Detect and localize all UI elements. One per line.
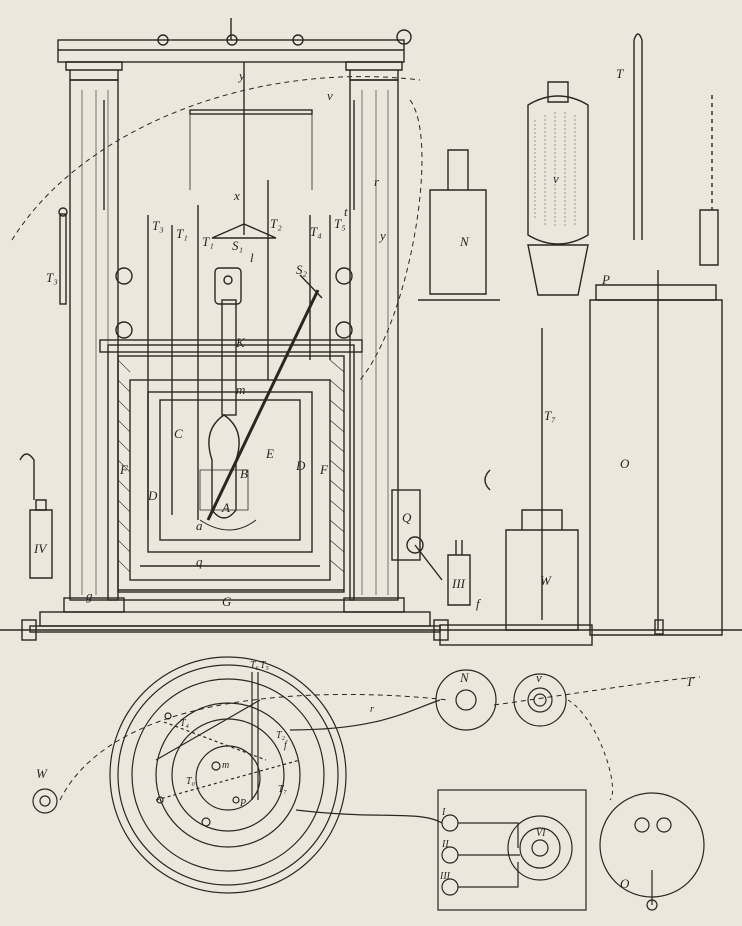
- pulley-top-1: [157, 34, 169, 46]
- drop-tube: [214, 267, 242, 305]
- label-T2-plan: T₂: [276, 730, 286, 741]
- label-C: C: [174, 426, 183, 441]
- label-E: E: [265, 446, 274, 461]
- label-T7: T₇: [544, 408, 556, 423]
- label-m: m: [236, 382, 245, 397]
- label-f: f: [476, 596, 482, 611]
- label-Q: Q: [402, 510, 412, 525]
- label-T2: T₂: [270, 216, 282, 231]
- label-T-plan: T: [686, 674, 694, 689]
- label-T6-plan: T₆: [250, 660, 260, 671]
- label-V-plan: v: [536, 670, 542, 685]
- plan-outer-circle: [109, 656, 347, 894]
- label-G: G: [222, 594, 232, 609]
- thermometer-left: [59, 213, 67, 305]
- plan-flask-N: [435, 669, 497, 731]
- label-P: P: [601, 272, 610, 287]
- label-N-plan: N: [459, 670, 470, 685]
- label-r-plan: r: [370, 704, 374, 715]
- central-rod: [221, 299, 237, 416]
- label-A: A: [221, 500, 230, 515]
- drying-tower: [527, 95, 589, 245]
- label-T-top: T: [616, 66, 624, 81]
- label-T1: T₁: [176, 226, 188, 241]
- label-F-left: F: [119, 462, 129, 477]
- label-T7-plan: T₇: [278, 784, 288, 795]
- label-K: K: [235, 335, 246, 350]
- label-S1: S₁: [232, 238, 243, 253]
- label-III-elev: III: [451, 576, 466, 591]
- label-g: g: [86, 588, 93, 603]
- label-m-plan: m: [222, 760, 229, 771]
- crank-housing: [391, 489, 421, 561]
- calorimeter-flask: [208, 414, 240, 519]
- gasometer-O: [589, 299, 723, 636]
- label-T1b: T₁: [202, 234, 214, 249]
- label-q: q: [196, 554, 203, 569]
- label-x: x: [233, 188, 240, 203]
- label-T4: T₄: [310, 224, 322, 239]
- label-y-right: y: [378, 228, 386, 243]
- flask-N: [429, 149, 487, 295]
- label-V-tower: v: [553, 171, 559, 186]
- label-II-plan: II: [441, 839, 449, 850]
- label-f-plan: f: [284, 740, 288, 751]
- label-W: W: [540, 573, 552, 588]
- label-T5-plan: T₅: [260, 660, 270, 671]
- label-I-plan: I: [441, 807, 446, 818]
- label-Tc-plan: T₀: [186, 776, 196, 787]
- label-O: O: [620, 456, 630, 471]
- plan-inner-circle: [155, 702, 301, 848]
- label-S2: S₂: [296, 262, 308, 277]
- plan-view: [32, 656, 705, 911]
- label-F-right: F: [319, 462, 329, 477]
- label-v: v: [327, 88, 333, 103]
- label-IV: IV: [33, 541, 48, 556]
- label-r: r: [374, 174, 380, 189]
- label-D-left: D: [147, 488, 158, 503]
- plan-tower-V: [513, 673, 567, 727]
- label-D-right: D: [295, 458, 306, 473]
- label-t: t: [344, 204, 348, 219]
- label-y: y: [237, 68, 245, 83]
- top-beam: [57, 39, 405, 63]
- plan-board: [437, 789, 587, 911]
- label-p-plan: P: [239, 798, 246, 809]
- label-VI-plan: VI: [536, 828, 546, 839]
- label-N: N: [459, 234, 470, 249]
- label-W-plan: W: [36, 766, 48, 781]
- label-T4-plan: T₄: [180, 718, 190, 729]
- label-O-plan: O: [620, 876, 630, 891]
- elevation-view: [0, 18, 742, 646]
- tower-base: [527, 244, 589, 296]
- label-B: B: [240, 466, 248, 481]
- base-plate: [39, 611, 431, 627]
- label-III-plan: III: [439, 871, 451, 882]
- label-l: l: [250, 250, 254, 265]
- outer-tank: [107, 344, 355, 601]
- label-a: a: [196, 518, 203, 533]
- label-T5: T₅: [334, 216, 346, 231]
- labels: y v x y T N v P O W T₇ Q G g F F D D C E…: [33, 66, 694, 891]
- plan-bottle-W: [32, 788, 58, 814]
- label-T3-left: T₃: [46, 270, 58, 285]
- label-T3: T₃: [152, 218, 164, 233]
